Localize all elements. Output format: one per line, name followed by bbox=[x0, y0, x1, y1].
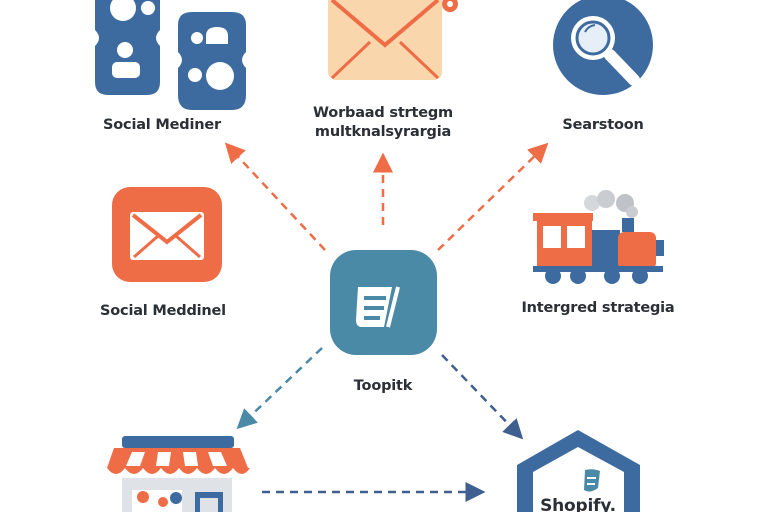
train-icon bbox=[533, 190, 664, 284]
center-logo-icon bbox=[330, 250, 437, 355]
social-group-icon bbox=[95, 0, 246, 110]
label-social-mid: Social Meddinel bbox=[100, 303, 226, 319]
shopify-shield-icon bbox=[517, 430, 640, 512]
storefront-icon bbox=[107, 436, 250, 512]
arrow-to-store bbox=[236, 347, 323, 430]
arrow-to-search bbox=[437, 142, 549, 251]
label-social-top: Social Mediner bbox=[103, 117, 221, 133]
label-search: Searstoon bbox=[562, 117, 644, 133]
label-shopify: Shopify. bbox=[540, 496, 616, 512]
label-center: Toopitk bbox=[353, 378, 413, 394]
envelope-icon bbox=[328, 0, 458, 80]
arrow-to-social-top bbox=[224, 142, 326, 251]
label-train: Intergred strategia bbox=[521, 300, 675, 316]
arrow-to-shopify bbox=[441, 354, 524, 440]
mail-icon bbox=[112, 187, 222, 282]
label-email-top-line1: Worbaad strtegm bbox=[313, 105, 453, 121]
magnifier-icon bbox=[553, 0, 653, 95]
label-email-top-line2: multknalsyrargia bbox=[314, 124, 452, 140]
